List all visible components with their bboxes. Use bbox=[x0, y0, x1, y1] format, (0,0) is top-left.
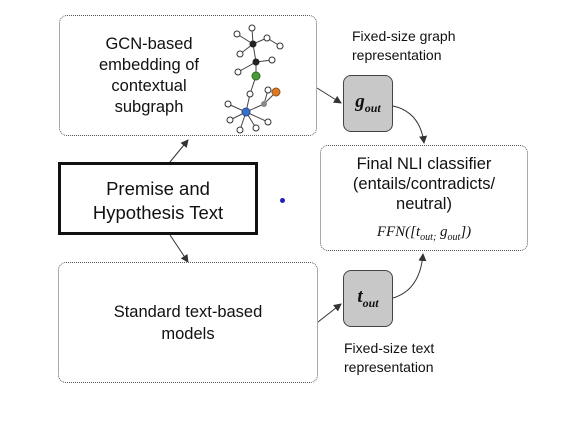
ffn-formula: FFN([tout; gout]) bbox=[376, 224, 472, 243]
nli-classifier-label: Final NLI classifier (entails/contradict… bbox=[352, 155, 496, 213]
subgraph-illustration bbox=[224, 24, 284, 134]
arrow-tout-to-classifier bbox=[392, 253, 427, 299]
graph-representation-caption: Fixed-size graph representation bbox=[352, 28, 456, 63]
arrow-premise-to-text-models bbox=[169, 234, 189, 263]
graph-vector-g-out: gout bbox=[343, 75, 393, 132]
gcn-embedding-label: GCN-based embedding of contextual subgra… bbox=[99, 35, 199, 116]
gcn-embedding-box: GCN-based embedding of contextual subgra… bbox=[59, 15, 317, 136]
t-out-symbol: t bbox=[357, 286, 363, 307]
text-vector-t-out: tout bbox=[343, 270, 393, 327]
arrow-gcn-to-gout bbox=[316, 87, 342, 104]
marker-dot bbox=[280, 198, 285, 203]
arrow-gout-to-classifier bbox=[392, 105, 428, 144]
g-out-subscript: out bbox=[364, 100, 381, 115]
premise-hypothesis-label: Premise and Hypothesis Text bbox=[92, 178, 224, 223]
t-out-subscript: out bbox=[362, 295, 379, 310]
premise-hypothesis-box: Premise and Hypothesis Text bbox=[58, 162, 258, 235]
arrow-premise-to-gcn bbox=[169, 139, 189, 163]
text-models-box: Standard text-based models bbox=[58, 262, 318, 383]
g-out-symbol: g bbox=[355, 91, 365, 112]
text-models-label: Standard text-based models bbox=[113, 303, 263, 343]
arrow-text-models-to-tout bbox=[317, 303, 342, 323]
text-representation-caption: Fixed-size text representation bbox=[344, 340, 435, 375]
nli-classifier-box: Final NLI classifier (entails/contradict… bbox=[320, 145, 528, 251]
